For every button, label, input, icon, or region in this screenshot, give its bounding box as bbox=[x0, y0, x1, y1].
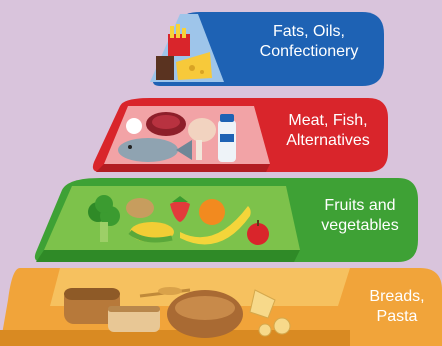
strawberry-icon bbox=[170, 196, 190, 222]
corn-icon bbox=[128, 222, 174, 243]
tier-fruits-label: Fruits and vegetables bbox=[321, 197, 399, 234]
chocolate-bar-icon bbox=[156, 56, 174, 80]
wheat-icon bbox=[139, 287, 191, 298]
tier-fruits-shelf bbox=[36, 250, 300, 262]
tier-fats bbox=[150, 12, 384, 86]
banana-icon bbox=[180, 206, 251, 245]
tier-meat bbox=[92, 98, 388, 172]
tier-breads-base bbox=[0, 330, 350, 346]
tier-meat-shelf bbox=[96, 164, 270, 172]
fish-icon bbox=[118, 138, 192, 162]
apple-icon bbox=[247, 220, 269, 245]
egg-icon bbox=[126, 118, 142, 134]
tier-breads bbox=[0, 268, 442, 346]
cheese-icon bbox=[176, 52, 212, 80]
tier-meat-label: Meat, Fish, Alternatives bbox=[286, 112, 370, 149]
potato-icon bbox=[126, 198, 154, 218]
bread-loaf-icon bbox=[64, 288, 120, 324]
broccoli-icon bbox=[88, 195, 120, 242]
chicken-leg-icon bbox=[188, 118, 216, 160]
tier-fruits bbox=[34, 178, 418, 262]
french-fries-icon bbox=[168, 24, 190, 56]
orange-icon bbox=[199, 199, 225, 225]
steak-icon bbox=[146, 112, 186, 136]
round-bread-icon bbox=[167, 290, 243, 338]
tier-breads-shelf bbox=[50, 268, 350, 306]
sliced-bread-icon bbox=[108, 306, 160, 332]
tier-breads-label: Breads, Pasta bbox=[369, 288, 425, 325]
pasta-icon bbox=[249, 289, 291, 337]
tier-fats-label: Fats, Oils, Confectionery bbox=[259, 23, 359, 60]
milk-bottle-icon bbox=[218, 114, 236, 162]
